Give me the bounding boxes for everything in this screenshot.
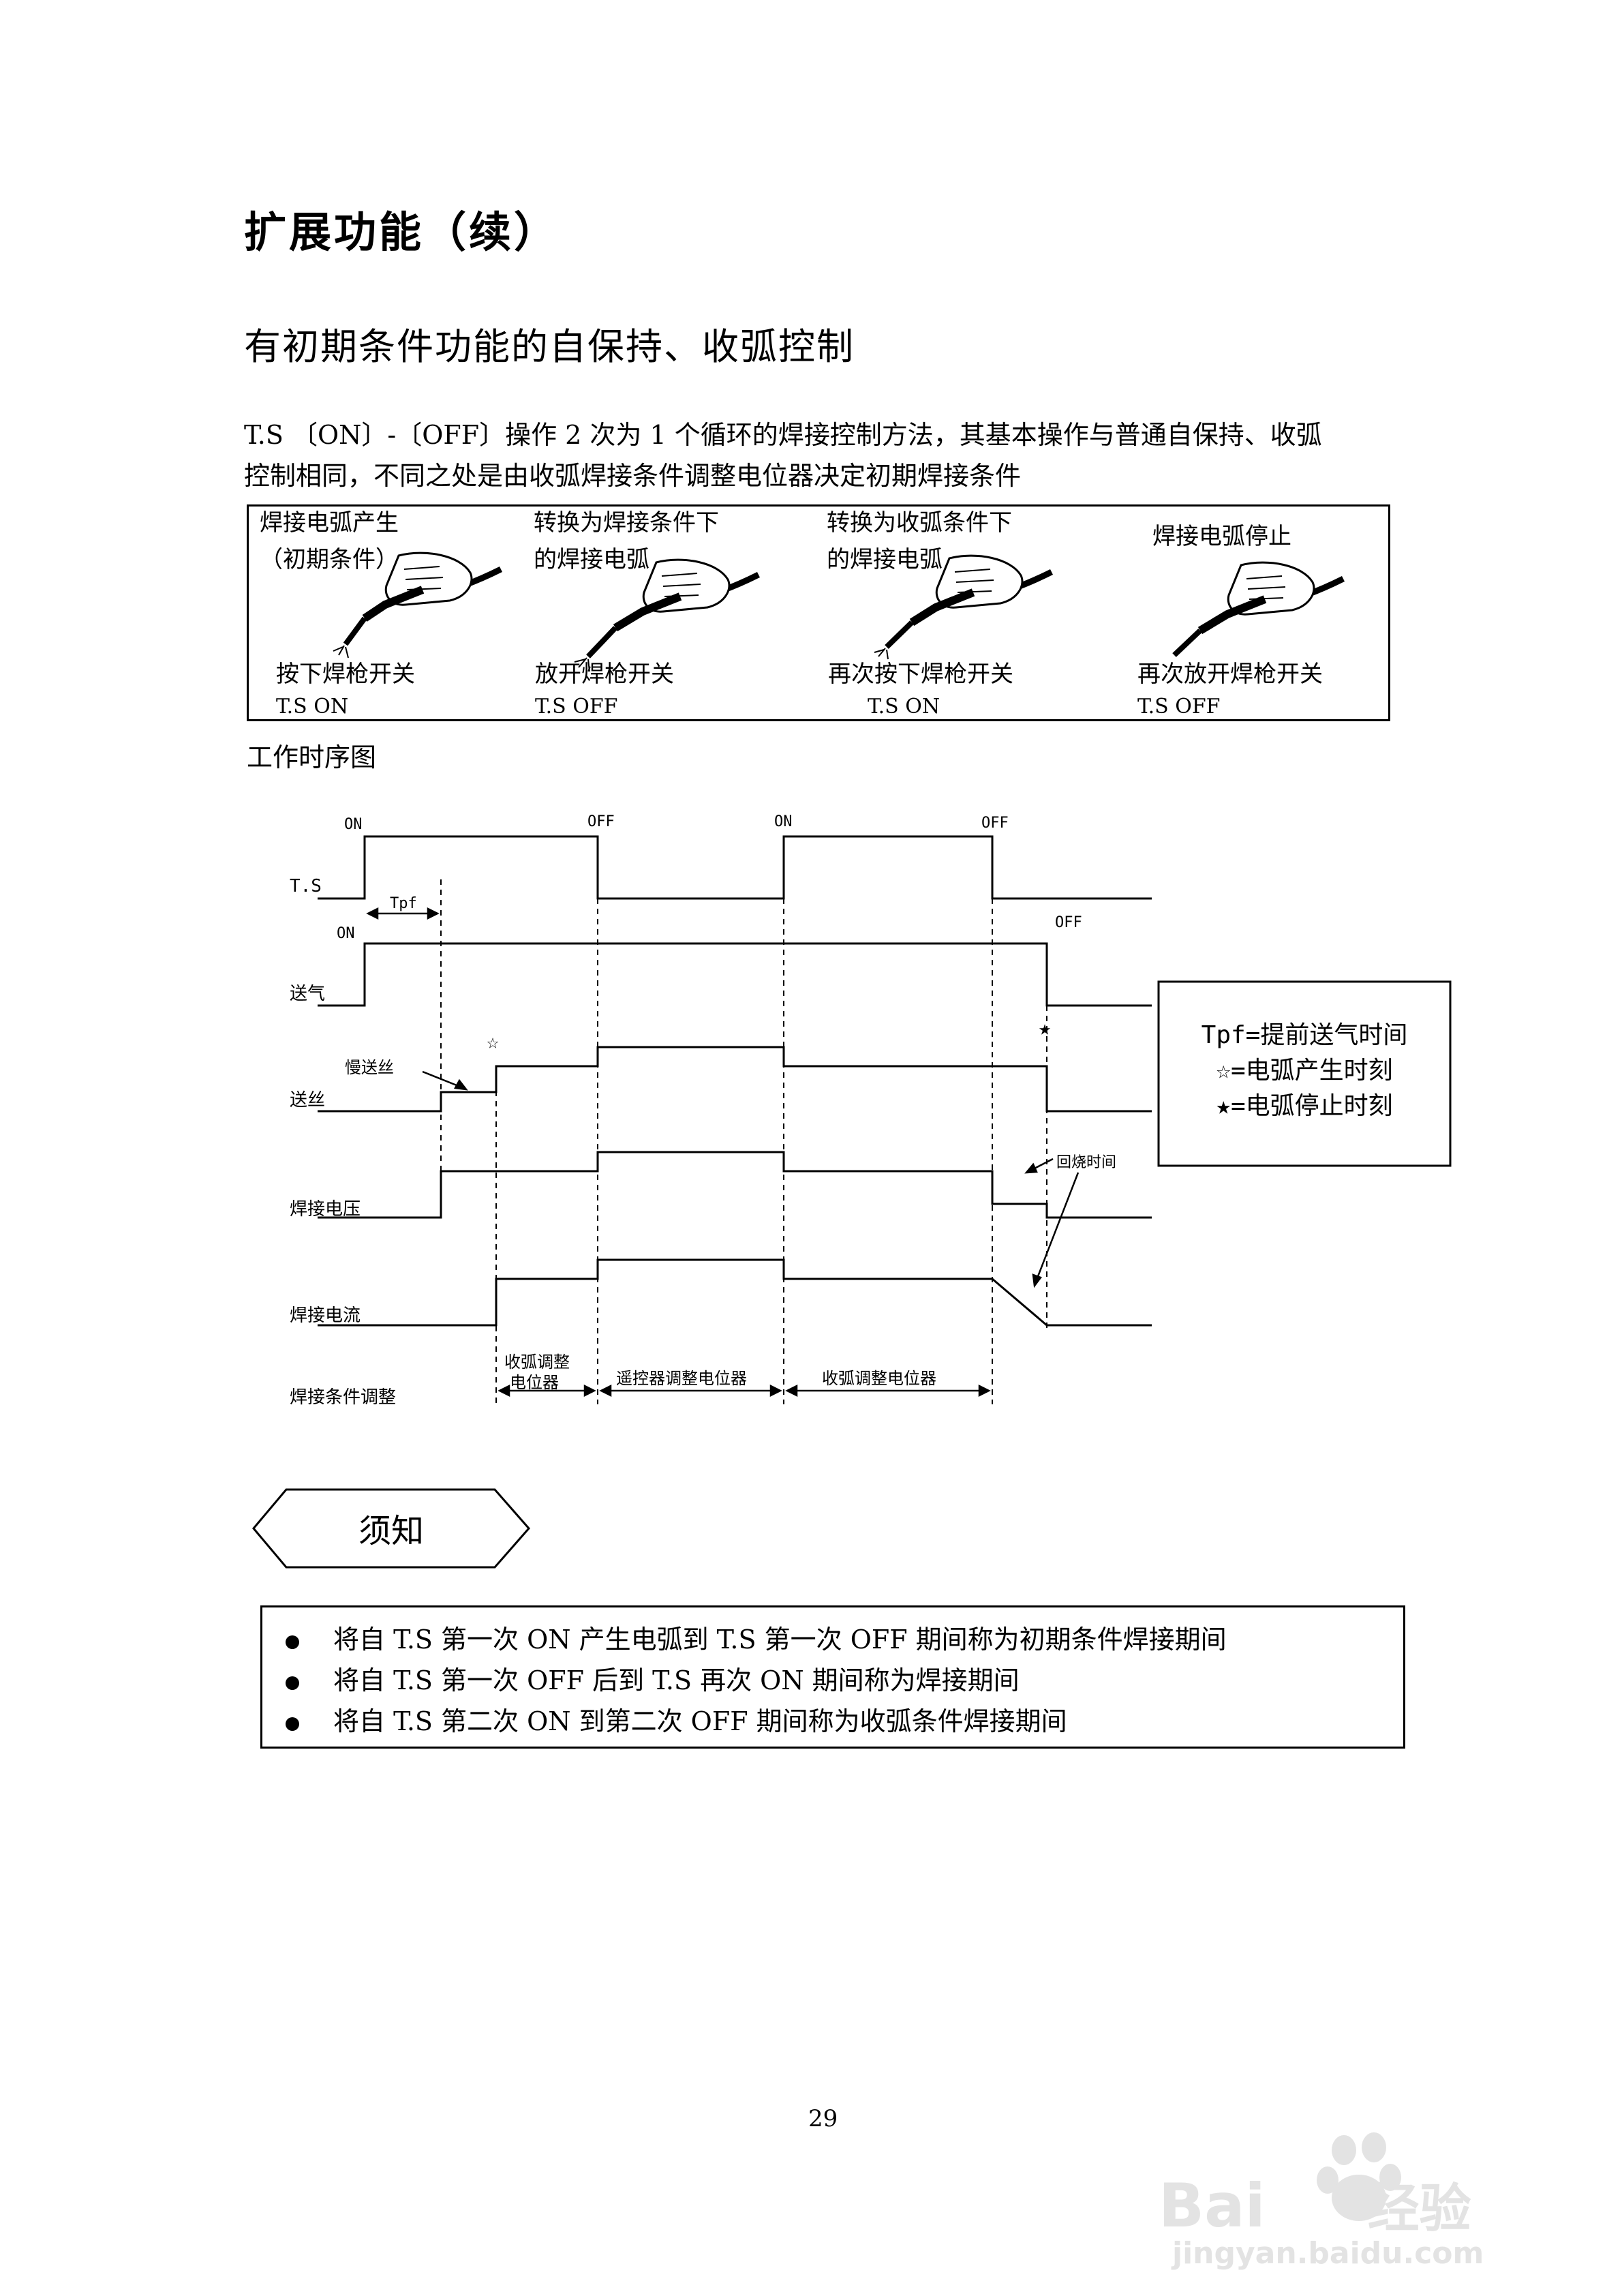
page-title: 扩展功能（续）	[244, 207, 560, 257]
row-label-ts: T.S	[290, 876, 322, 896]
voltage-waveform	[318, 1151, 1152, 1219]
step-1-code: T.S ON	[276, 695, 349, 719]
step-2-title-line2: 的焊接电弧	[534, 546, 649, 573]
row-label-gas: 送气	[290, 984, 325, 1004]
notice-item-3: 将自 T.S 第二次 ON 到第二次 OFF 期间称为收弧条件焊接期间	[286, 1700, 1067, 1738]
row-label-wire: 送丝	[290, 1090, 325, 1111]
intro-line-2: 控制相同，不同之处是由收弧焊接条件调整电位器决定初期焊接条件	[244, 461, 1022, 491]
step-2-code: T.S OFF	[535, 695, 618, 719]
step-3-title-line2: 的焊接电弧	[827, 546, 943, 573]
notice-label: 须知	[358, 1512, 424, 1550]
baidu-paw-logo-icon	[1317, 2132, 1401, 2221]
welding-gun-icon	[874, 554, 1054, 660]
adjust-seg3: 收弧调整电位器	[822, 1369, 936, 1388]
step-1-title-line1: 焊接电弧产生	[260, 509, 399, 537]
slow-feed-label: 慢送丝	[345, 1058, 394, 1077]
adjust-seg2: 遥控器调整电位器	[616, 1369, 747, 1388]
legend-item-3: ★=电弧停止时刻	[1216, 1092, 1392, 1120]
step-4: 焊接电弧停止 再次放开焊枪开关 T.S OFF	[1118, 507, 1398, 719]
welding-gun-icon	[574, 558, 761, 672]
adjust-seg1-line2: 电位器	[510, 1373, 559, 1392]
row-label-voltage: 焊接电压	[290, 1199, 361, 1220]
step-2: 转换为焊接条件下 的焊接电弧 放开焊枪开关 T.S OFF	[534, 507, 813, 719]
step-4-code: T.S OFF	[1137, 695, 1221, 719]
adjust-seg1-line1: 收弧调整	[504, 1353, 570, 1372]
current-waveform	[318, 1258, 1152, 1327]
step-3: 转换为收弧条件下 的焊接电弧 再次按下焊枪开关 T.S ON	[827, 507, 1106, 719]
notice-item-1: 将自 T.S 第一次 ON 产生电弧到 T.S 第一次 OFF 期间称为初期条件…	[286, 1618, 1227, 1656]
gas-waveform	[318, 942, 1152, 1007]
gas-label-off: OFF	[1055, 914, 1082, 931]
legend-item-1: Tpf=提前送气时间	[1202, 1021, 1408, 1049]
step-1-action: 按下焊枪开关	[276, 661, 415, 688]
operation-steps-box: 焊接电弧产生 （初期条件） 按下焊枪开关 T.S ON 转换为焊接条件下 的焊接…	[247, 504, 1390, 721]
page-number: 29	[808, 2105, 838, 2132]
notice-item-2: 将自 T.S 第一次 OFF 后到 T.S 再次 ON 期间称为焊接期间	[286, 1659, 1020, 1697]
bullet-icon	[286, 1676, 299, 1690]
section-heading: 有初期条件功能的自保持、收弧控制	[244, 325, 855, 368]
step-4-title-line1: 焊接电弧停止	[1152, 523, 1291, 550]
tpf-label: Tpf	[390, 895, 417, 912]
ts-waveform	[318, 835, 1152, 900]
notice-item-1-text: 将自 T.S 第一次 ON 产生电弧到 T.S 第一次 OFF 期间称为初期条件…	[333, 1625, 1227, 1655]
legend-item-2: ☆=电弧产生时刻	[1216, 1057, 1392, 1085]
welding-gun-icon	[1172, 561, 1345, 657]
timing-diagram-title: 工作时序图	[247, 742, 377, 772]
notice-hexagon	[252, 1488, 530, 1569]
intro-line-1: T.S 〔ON〕-〔OFF〕操作 2 次为 1 个循环的焊接控制方法，其基本操作…	[244, 420, 1322, 450]
ts-label-on-2: ON	[774, 813, 793, 830]
row-label-current: 焊接电流	[290, 1305, 361, 1326]
gas-label-on: ON	[337, 925, 355, 942]
ts-label-off-2: OFF	[981, 815, 1009, 832]
bullet-icon	[286, 1635, 299, 1649]
watermark-url: jingyan.baidu.com	[1172, 2236, 1484, 2271]
burnback-label: 回烧时间	[1056, 1154, 1116, 1171]
notice-item-3-text: 将自 T.S 第二次 ON 到第二次 OFF 期间称为收弧条件焊接期间	[333, 1706, 1067, 1736]
legend-box	[1157, 980, 1452, 1167]
welding-gun-icon	[333, 552, 503, 659]
step-3-action: 再次按下焊枪开关	[828, 661, 1013, 688]
ts-label-off-1: OFF	[587, 813, 615, 830]
step-2-action: 放开焊枪开关	[535, 661, 674, 688]
intro-paragraph: T.S 〔ON〕-〔OFF〕操作 2 次为 1 个循环的焊接控制方法，其基本操作…	[244, 414, 1403, 496]
step-1-title-line2: （初期条件）	[260, 546, 399, 573]
timing-diagram: T.S 送气 送丝 焊接电压 焊接电流 焊接条件调整 ON OFF ON OFF…	[290, 813, 1452, 1408]
row-label-adjust: 焊接条件调整	[290, 1387, 396, 1408]
notice-box: 将自 T.S 第一次 ON 产生电弧到 T.S 第一次 OFF 期间称为初期条件…	[260, 1605, 1405, 1749]
step-1: 焊接电弧产生 （初期条件） 按下焊枪开关 T.S ON	[256, 507, 535, 719]
step-3-title-line1: 转换为收弧条件下	[827, 509, 1012, 537]
step-2-title-line1: 转换为焊接条件下	[534, 509, 719, 537]
ts-label-on-1: ON	[344, 816, 363, 833]
arc-stop-star: ★	[1039, 1016, 1051, 1040]
step-4-action: 再次放开焊枪开关	[1137, 661, 1323, 688]
bullet-icon	[286, 1717, 299, 1731]
arc-start-star: ☆	[487, 1030, 499, 1054]
step-3-code: T.S ON	[868, 695, 940, 719]
notice-item-2-text: 将自 T.S 第一次 OFF 后到 T.S 再次 ON 期间称为焊接期间	[333, 1665, 1020, 1695]
